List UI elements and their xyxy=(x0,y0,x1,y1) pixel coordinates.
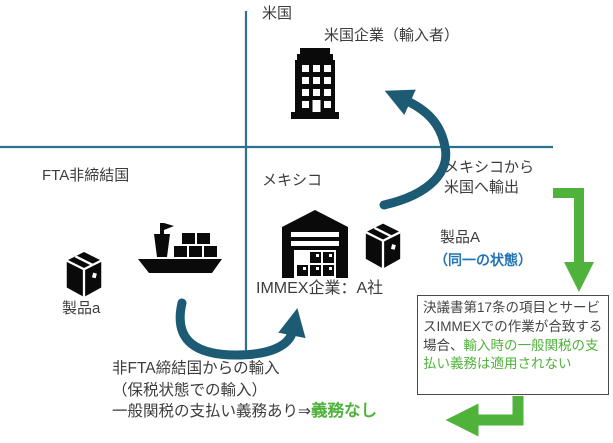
import-note-line3: 一般関税の支払い義務あり⇒義務なし xyxy=(112,401,377,423)
green-elbow-arrow-to-box xyxy=(553,188,594,292)
fta-nonmember-quadrant-label: FTA非締結国 xyxy=(42,167,130,184)
import-note-line1: 非FTA締結国からの輸入 xyxy=(112,360,280,377)
package-box-smalla-icon xyxy=(66,252,102,298)
export-note-line1: メキシコから xyxy=(444,159,535,176)
import-note-line3-prefix: 一般関税の支払い義務あり⇒ xyxy=(112,403,311,420)
product-smalla-label: 製品a xyxy=(62,300,101,317)
warehouse-icon xyxy=(282,210,348,278)
export-curved-arrow xyxy=(379,89,451,210)
immex-company-label: IMMEX企業：A社 xyxy=(256,280,384,297)
package-box-a-icon xyxy=(365,223,401,269)
export-note: メキシコから 米国へ輸出 xyxy=(444,158,534,198)
mexico-quadrant-label: メキシコ xyxy=(262,172,323,189)
import-note-no-duty-highlight: 義務なし xyxy=(311,402,377,420)
green-elbow-arrow-to-text xyxy=(445,396,524,437)
rule-note-box: 決議書第17条の項目とサービスIMMEXでの作業が合致する場合、輸入時の一般関税… xyxy=(417,295,609,395)
cargo-ship-icon xyxy=(138,223,222,273)
product-a-label: 製品A xyxy=(440,229,481,246)
rule-box-dark-text: 決議書第17条の項目とサービスIMMEXでの作業が合致する場合、 xyxy=(423,300,603,353)
export-note-line2: 米国へ輸出 xyxy=(444,179,520,196)
import-note: 非FTA締結国からの輸入 （保税状態での輸入） 一般関税の支払い義務あり⇒義務な… xyxy=(112,358,377,423)
product-a-state-note: （同一の状態） xyxy=(434,252,532,268)
office-building-icon xyxy=(291,48,339,119)
us-company-label: 米国企業（輸入者） xyxy=(324,27,460,44)
rule-box-green-text: 輸入時の一般関税の支払い義務は適用されない xyxy=(423,337,599,372)
import-curved-arrow xyxy=(175,298,306,360)
us-quadrant-label: 米国 xyxy=(262,5,293,22)
import-note-line2: （保税状態での輸入） xyxy=(112,381,268,399)
